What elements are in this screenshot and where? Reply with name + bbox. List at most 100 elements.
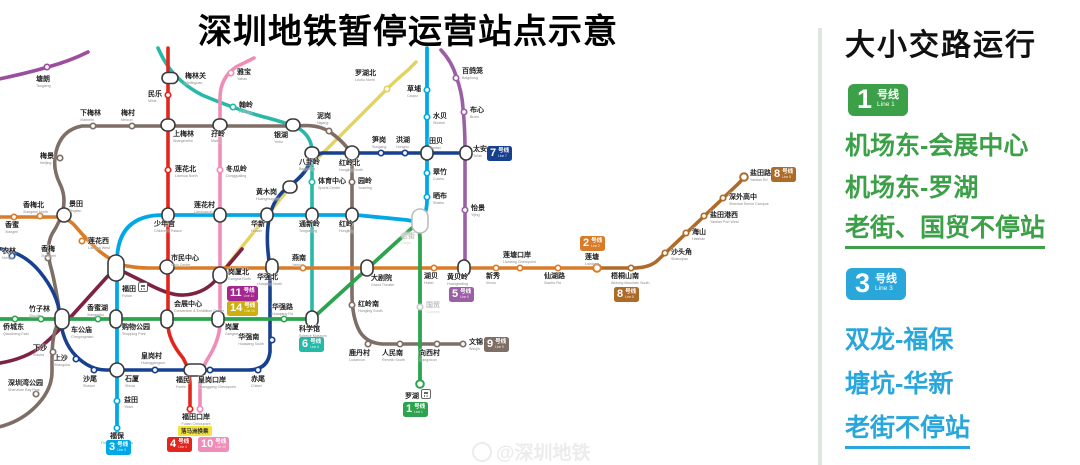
station-name-en: Hanling [239, 109, 252, 114]
station-Wenjin [459, 340, 467, 348]
station-Yantian Port West [700, 212, 708, 220]
station-name: 香蜜湖 [87, 305, 108, 312]
station-name-en: Xiangmi [5, 229, 18, 234]
station-name: 华强北 [257, 274, 278, 281]
badge-suffix: 号线 [498, 148, 510, 155]
station-name-en: Xiangmei [41, 253, 56, 258]
station-Qiaocheng East-label: 侨城东Qiaocheng East [3, 324, 29, 336]
station-name: 雅宝 [237, 69, 251, 76]
station-Renmin South-label: 人民南Renmin South [382, 350, 405, 362]
station-name-en: Honghu [396, 144, 409, 149]
station-Meicun [128, 122, 136, 130]
badge-number: 5 [452, 288, 459, 300]
station-name: 香梅 [41, 246, 55, 253]
badge-number: 3 [109, 441, 116, 453]
station-name: 洪湖 [396, 137, 410, 144]
station-name: 红岭南 [358, 301, 379, 308]
station-Chiwei [254, 366, 262, 374]
station-Chegongmiao [54, 308, 70, 330]
badge-suffix: 号线 [625, 289, 637, 296]
station-name: 莲花北 [175, 166, 196, 173]
station-name: 笋岗 [372, 137, 386, 144]
line-1-en: Line 1 [877, 100, 895, 108]
station-name: 岗厦 [225, 324, 239, 331]
station-Tongxinling [305, 207, 319, 223]
station-name-en: Huanggang Checkpoint [198, 384, 236, 389]
station-name: 福田口岸 [182, 414, 210, 421]
station-name: 冬瓜岭 [226, 166, 247, 173]
badge-number: 4 [170, 438, 177, 450]
line-3-badge: 3 号线 Line 3 [846, 268, 907, 300]
page-title: 深圳地铁暂停运营站点示意 [198, 13, 618, 51]
station-name: 上沙 [53, 355, 68, 362]
line-3-suffix: 号线 [875, 273, 898, 286]
station-Xiangmei North-label: 香梅北Xiangmei North [23, 202, 48, 214]
badge-line-en: Line 8 [625, 294, 634, 299]
station-Xiangxicun [433, 340, 441, 348]
badge-suffix: 号线 [782, 169, 794, 176]
station-name-en: Luohu North [355, 77, 375, 82]
station-Liantang Checkpoint [516, 264, 524, 272]
station-Yannan [299, 264, 307, 272]
station-name-en: Lianhua North [175, 173, 198, 178]
station-name: 盐田路 [750, 170, 771, 177]
station-Hongling South-label: 红岭南Hongling South [358, 301, 383, 313]
metro-line-5-path [439, 48, 467, 270]
station-name: 会展中心 [174, 301, 202, 308]
station-name: 沙尾 [83, 376, 97, 383]
badge-number: 8 [774, 168, 781, 180]
station-name: 莲塘口岸 [503, 252, 531, 259]
badge-suffix: 号线 [215, 439, 227, 446]
station-name-en: Yinhu [274, 139, 284, 144]
station-name-en: Meijing [40, 160, 52, 165]
station-name: 鹿丹村 [349, 350, 370, 357]
station-Science Museum [305, 310, 319, 328]
station-name-en: Meilinguan [185, 80, 203, 85]
station-Hubei [430, 264, 438, 272]
badge-suffix: 号线 [460, 289, 472, 296]
station-Baigelong [452, 74, 460, 82]
station-name-en: Gangxia North [228, 276, 252, 281]
station-name: 景田 [69, 201, 83, 208]
station-Yantian Rd-label: 盐田路Yantian Rd [750, 170, 771, 182]
station-Laojie [411, 208, 429, 234]
badge-line-en: Line 3 [117, 447, 126, 452]
station-Shangmeilin [160, 118, 176, 132]
line-1-suffix: 号线 [877, 89, 900, 102]
station-name-en: Lianhua West [88, 245, 110, 250]
station-name: 人民南 [382, 350, 403, 357]
station-Shangsha [72, 355, 80, 363]
station-Wutong Mountain South-label: 梧桐山南Wutong Mountain South [611, 273, 650, 285]
line-1-route-2: 机场东-罗湖 [845, 174, 979, 202]
station-Fumin [183, 363, 207, 377]
station-name-en: Liantang [585, 261, 599, 266]
station-name: 梅林关 [185, 73, 206, 80]
station-Xianhu Rd [554, 264, 562, 272]
station-name-en: Huaqiang South [238, 341, 264, 346]
station-name: 八卦岭 [299, 159, 320, 166]
badge-line-en: Line 1 [414, 409, 423, 414]
station-name: 田贝 [429, 138, 443, 145]
station-name: 赤尾 [251, 376, 265, 383]
station-Minle [164, 91, 172, 99]
station-Huanggang Checkpoint-label: 皇岗口岸Huanggang Checkpoint [198, 377, 236, 389]
station-Haishan [682, 229, 690, 237]
station-name: 晒布 [433, 193, 447, 200]
station-name: 老街 [401, 233, 415, 240]
